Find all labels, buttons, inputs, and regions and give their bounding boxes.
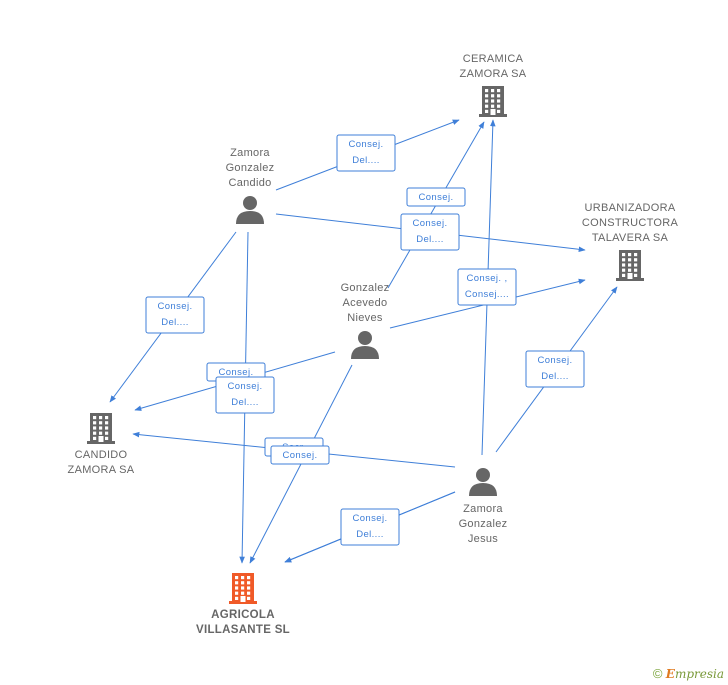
edge-label-jesus-to-urbanizadora[interactable]: Consej. Del....: [525, 350, 585, 388]
edge-label-text: Consej.: [412, 218, 447, 229]
edge-label-text: Del....: [416, 234, 444, 245]
edge-label-text: Consej.: [537, 355, 572, 366]
node-label-candido_sa: ZAMORA SA: [68, 464, 135, 476]
edge-label-text: Del....: [231, 397, 259, 408]
building-icon-ceramica[interactable]: [479, 86, 507, 117]
person-icon-nieves[interactable]: [351, 331, 379, 359]
person-icon-candido[interactable]: [236, 196, 264, 224]
node-label-urbanizadora: CONSTRUCTORA: [582, 217, 679, 229]
node-label-agricola: VILLASANTE SL: [196, 624, 290, 636]
edge-label-text: Consej....: [465, 289, 509, 300]
edge-label-text: Del....: [352, 155, 380, 166]
edge-label-text: Consej.: [282, 450, 317, 461]
edge-label-jesus-to-agricola[interactable]: Consej.: [270, 445, 330, 465]
edge-label-text: Del....: [356, 529, 384, 540]
building-icon-urbanizadora[interactable]: [616, 250, 644, 281]
building-icon-agricola[interactable]: [229, 573, 257, 604]
node-label-candido: Candido: [228, 177, 271, 189]
node-label-urbanizadora: TALAVERA SA: [592, 232, 669, 244]
edge-label-text: Consej.: [157, 301, 192, 312]
node-label-ceramica: CERAMICA: [463, 53, 524, 65]
edge-label-text: Consej.: [227, 381, 262, 392]
node-label-candido: Zamora: [230, 147, 270, 159]
node-label-jesus: Jesus: [468, 533, 498, 545]
node-label-agricola: AGRICOLA: [211, 609, 275, 621]
node-label-nieves: Acevedo: [343, 297, 388, 309]
edge-label-candido-to-urbanizadora[interactable]: Consej. Del....: [400, 213, 460, 251]
edge-label-text: Del....: [161, 317, 189, 328]
edge-labels-layer: Consej. Del.... Consej. Del.... Consej. Del..…: [145, 134, 585, 546]
node-label-urbanizadora: URBANIZADORA: [585, 202, 676, 214]
edge-label-text: Consej.: [348, 139, 383, 150]
node-label-nieves: Nieves: [347, 312, 383, 324]
node-label-jesus: Zamora: [463, 503, 503, 515]
edge-label-nieves-to-urbanizadora[interactable]: Consej. , Consej....: [457, 268, 517, 306]
node-label-candido_sa: CANDIDO: [75, 449, 128, 461]
edge-label-text: Del....: [541, 371, 569, 382]
copyright-symbol: ©: [652, 666, 663, 681]
node-label-ceramica: ZAMORA SA: [460, 68, 527, 80]
node-label-nieves: Gonzalez: [341, 282, 390, 294]
node-label-jesus: Gonzalez: [459, 518, 508, 530]
building-icon-candido_sa[interactable]: [87, 413, 115, 444]
brand-logo: Empresia: [665, 667, 724, 681]
person-icon-jesus[interactable]: [469, 468, 497, 496]
edge-label-nieves-to-agricola[interactable]: Consej. Del....: [215, 376, 275, 414]
edge-label-text: Consej.: [418, 192, 453, 203]
edge-label-text: Consej.: [218, 367, 253, 378]
edge-label-text: Consej.: [352, 513, 387, 524]
copyright: © Empresia: [653, 666, 724, 681]
node-label-candido: Gonzalez: [226, 162, 275, 174]
edge-label-nieves-to-ceramica[interactable]: Consej.: [406, 187, 466, 207]
edge-label-text: Consej. ,: [466, 273, 507, 284]
edge-label-candido-to-ceramica[interactable]: Consej. Del....: [336, 134, 396, 172]
edge-label-candido-to-candido_sa[interactable]: Consej. Del....: [145, 296, 205, 334]
edge-label-jesus-to-agricola[interactable]: Consej. Del....: [340, 508, 400, 546]
nodes-layer: CERAMICA ZAMORA SA URBANIZADORA CONSTRUCTOR…: [68, 53, 679, 636]
